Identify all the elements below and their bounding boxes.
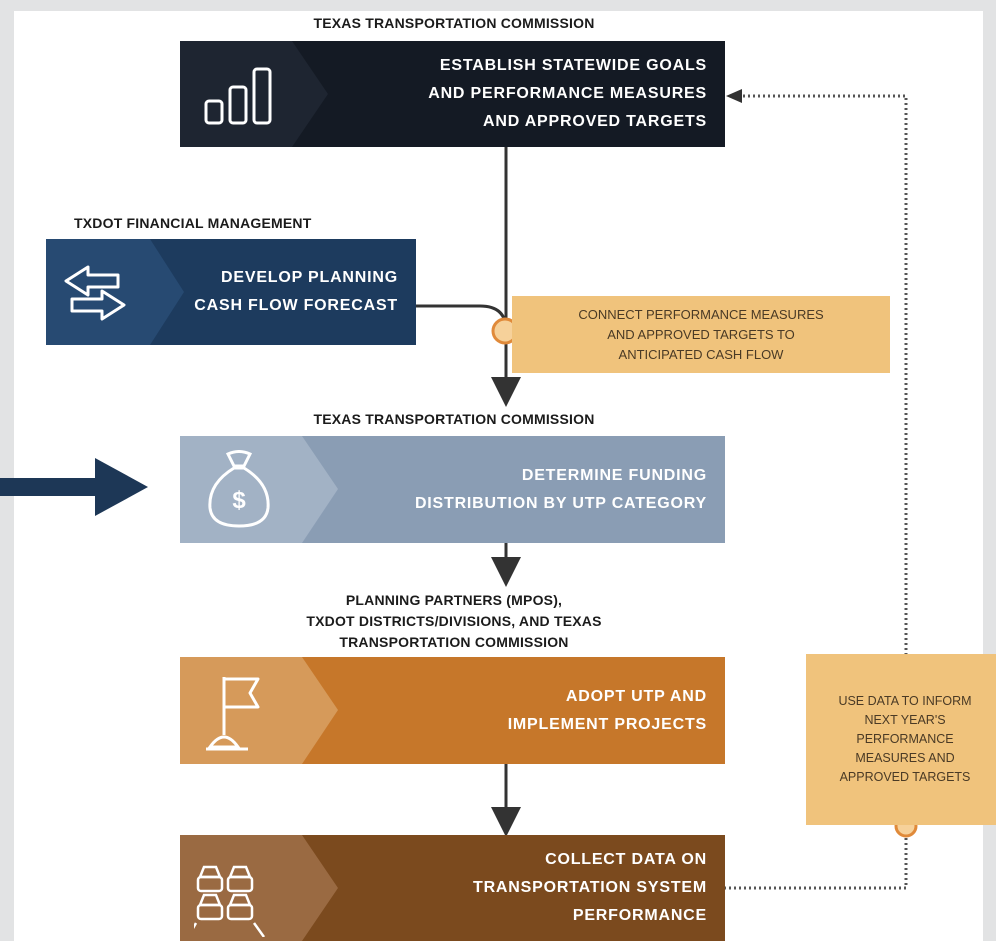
pointer-arrow-head: [95, 458, 148, 516]
note-connect-line3: ANTICIPATED CASH FLOW: [618, 346, 784, 362]
frame-border-left: [0, 0, 14, 941]
flag-icon: [206, 677, 260, 751]
feedback-arrowhead: [726, 89, 742, 103]
step-goals-line3: AND APPROVED TARGETS: [482, 113, 707, 130]
step-adopt-line2: IMPLEMENT PROJECTS: [507, 715, 707, 733]
note-use-data-line5: APPROVED TARGETS: [839, 770, 971, 784]
step-adopt-label: ADOPT UTP AND IMPLEMENT PROJECTS: [508, 657, 707, 764]
chevron-panel: [180, 835, 338, 941]
step-determine-funding: $ DETERMINE FUNDING DISTRIBUTION BY UTP …: [180, 436, 725, 543]
step-collect-data: COLLECT DATA ON TRANSPORTATION SYSTEM PE…: [180, 835, 725, 941]
note-use-data-line3: PERFORMANCE: [856, 732, 954, 746]
step-funding-label: DETERMINE FUNDING DISTRIBUTION BY UTP CA…: [415, 436, 707, 543]
heading-commission-mid: TEXAS TRANSPORTATION COMMISSION: [313, 411, 595, 427]
note-connect-measures: CONNECT PERFORMANCE MEASURES AND APPROVE…: [512, 296, 890, 373]
traffic-cars-icon: [194, 865, 266, 937]
heading-planning-partners: PLANNING PARTNERS (MPOS), TXDOT DISTRICT…: [180, 590, 728, 653]
chevron-panel: [46, 239, 184, 345]
step-cashflow-line1: DEVELOP PLANNING: [221, 269, 398, 286]
note-use-data-line4: MEASURES AND: [855, 751, 955, 765]
heading-partners-line2: TXDOT DISTRICTS/DIVISIONS, AND TEXAS: [306, 613, 602, 629]
step-adopt-utp: ADOPT UTP AND IMPLEMENT PROJECTS: [180, 657, 725, 764]
svg-text:$: $: [232, 487, 246, 514]
money-bag-icon: $: [208, 450, 270, 528]
note-use-data: USE DATA TO INFORM NEXT YEAR'S PERFORMAN…: [806, 654, 996, 825]
heading-financial: TXDOT FINANCIAL MANAGEMENT: [74, 215, 312, 231]
feedback-loop-dotted: [724, 94, 908, 890]
step-establish-goals: ESTABLISH STATEWIDE GOALS AND PERFORMANC…: [180, 41, 725, 147]
step-funding-line2: DISTRIBUTION BY UTP CATEGORY: [414, 494, 707, 512]
step-cashflow-label: DEVELOP PLANNING CASH FLOW FORECAST: [194, 239, 398, 345]
note-use-data-line1: USE DATA TO INFORM: [838, 694, 972, 708]
step-cash-flow-forecast: DEVELOP PLANNING CASH FLOW FORECAST: [46, 239, 416, 345]
step-adopt-line1: ADOPT UTP AND: [565, 687, 707, 705]
note-connect-line1: CONNECT PERFORMANCE MEASURES: [578, 306, 824, 322]
step-goals-label: ESTABLISH STATEWIDE GOALS AND PERFORMANC…: [428, 41, 707, 147]
frame-border-top: [0, 0, 996, 11]
chevron-panel: [180, 436, 338, 543]
step-goals-line1: ESTABLISH STATEWIDE GOALS: [439, 57, 707, 74]
step-cashflow-line2: CASH FLOW FORECAST: [194, 297, 398, 314]
bar-chart-icon: [204, 67, 272, 125]
note-use-data-line2: NEXT YEAR'S: [864, 713, 946, 727]
step-collect-label: COLLECT DATA ON TRANSPORTATION SYSTEM PE…: [473, 835, 707, 941]
note-connect-line2: AND APPROVED TARGETS TO: [607, 326, 795, 342]
heading-commission-top: TEXAS TRANSPORTATION COMMISSION: [313, 15, 595, 31]
step-collect-line2: TRANSPORTATION SYSTEM: [473, 879, 707, 896]
exchange-arrows-icon: [64, 265, 126, 321]
heading-partners-line1: PLANNING PARTNERS (MPOS),: [345, 592, 563, 608]
step-goals-line2: AND PERFORMANCE MEASURES: [428, 85, 707, 102]
pointer-arrow-shaft: [0, 478, 100, 496]
step-collect-line1: COLLECT DATA ON: [545, 851, 707, 868]
step-collect-line3: PERFORMANCE: [572, 907, 707, 924]
step-funding-line1: DETERMINE FUNDING: [521, 466, 707, 484]
heading-partners-line3: TRANSPORTATION COMMISSION: [339, 634, 569, 650]
